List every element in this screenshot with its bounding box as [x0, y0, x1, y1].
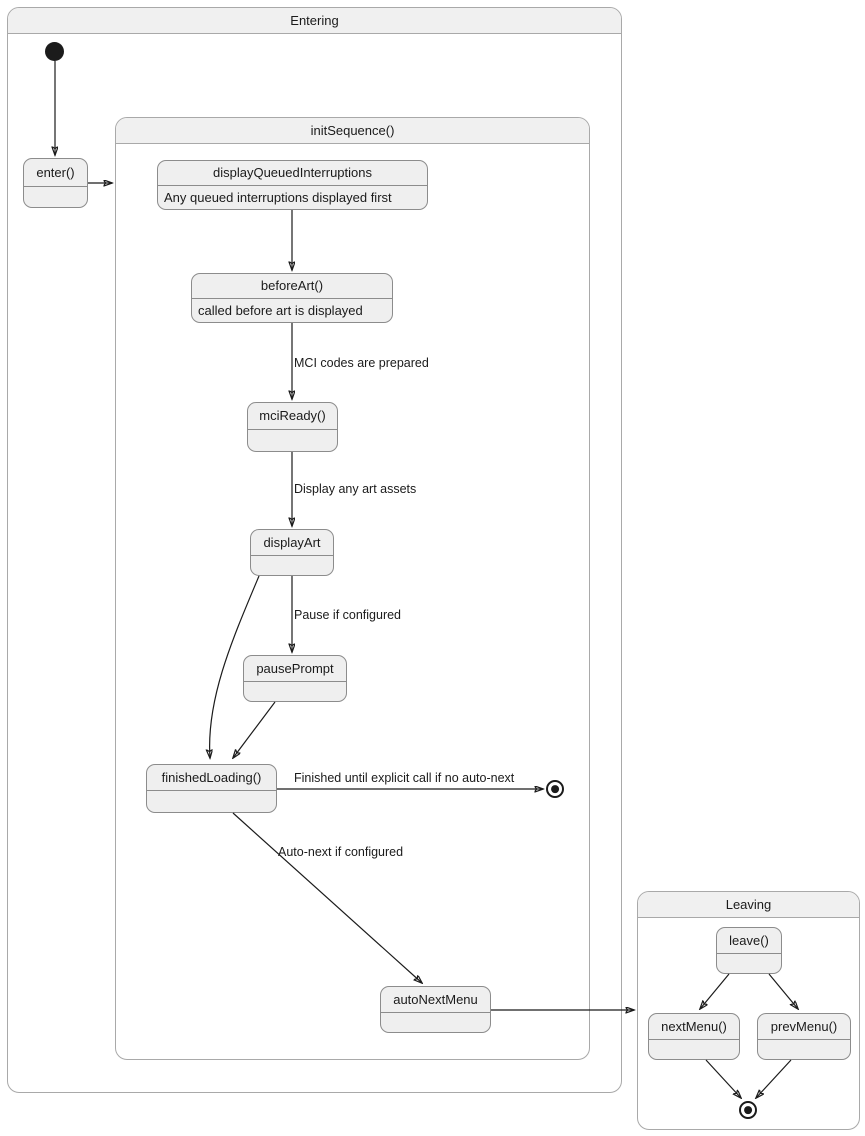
- state-enter-body: [24, 187, 87, 207]
- state-auto-next-menu-body: [381, 1013, 490, 1032]
- state-finished-loading[interactable]: finishedLoading(): [146, 764, 277, 813]
- state-next-menu-name: nextMenu(): [649, 1014, 739, 1040]
- edge-label-display-any-art-assets: Display any art assets: [294, 482, 417, 496]
- state-leave-name: leave(): [717, 928, 781, 954]
- state-next-menu[interactable]: nextMenu(): [648, 1013, 740, 1060]
- state-display-art-body: [251, 556, 333, 575]
- state-display-queued-interruptions-name: displayQueuedInterruptions: [158, 161, 427, 186]
- state-before-art[interactable]: beforeArt() called before art is display…: [191, 273, 393, 323]
- state-mci-ready-body: [248, 430, 337, 451]
- composite-state-init-sequence[interactable]: initSequence(): [115, 117, 590, 1060]
- state-enter-name: enter(): [24, 159, 87, 187]
- initial-state-node[interactable]: [45, 42, 64, 61]
- final-state-node-entering[interactable]: [546, 780, 564, 798]
- composite-state-entering-title: Entering: [8, 8, 621, 34]
- state-auto-next-menu-name: autoNextMenu: [381, 987, 490, 1013]
- state-finished-loading-name: finishedLoading(): [147, 765, 276, 791]
- state-pause-prompt[interactable]: pausePrompt: [243, 655, 347, 702]
- edge-label-mci-codes-are-prepared: MCI codes are prepared: [294, 356, 429, 370]
- final-state-node-leaving[interactable]: [739, 1101, 757, 1119]
- state-pause-prompt-name: pausePrompt: [244, 656, 346, 682]
- state-before-art-body: called before art is displayed: [198, 303, 363, 318]
- state-display-art[interactable]: displayArt: [250, 529, 334, 576]
- state-finished-loading-body: [147, 791, 276, 812]
- state-pause-prompt-body: [244, 682, 346, 701]
- edge-label-auto-next-if-configured: Auto-next if configured: [278, 845, 404, 859]
- state-mci-ready[interactable]: mciReady(): [247, 402, 338, 452]
- state-prev-menu[interactable]: prevMenu(): [757, 1013, 851, 1060]
- state-before-art-name: beforeArt(): [192, 274, 392, 299]
- state-prev-menu-body: [758, 1040, 850, 1059]
- state-auto-next-menu[interactable]: autoNextMenu: [380, 986, 491, 1033]
- composite-state-leaving[interactable]: Leaving: [637, 891, 860, 1130]
- edge-label-pause-if-configured: Pause if configured: [294, 608, 402, 622]
- state-next-menu-body: [649, 1040, 739, 1059]
- state-display-art-name: displayArt: [251, 530, 333, 556]
- state-leave-body: [717, 954, 781, 973]
- composite-state-init-sequence-title: initSequence(): [116, 118, 589, 144]
- state-prev-menu-name: prevMenu(): [758, 1014, 850, 1040]
- state-mci-ready-name: mciReady(): [248, 403, 337, 430]
- edge-label-finished-until-explicit-call: Finished until explicit call if no auto-…: [294, 771, 515, 785]
- composite-state-leaving-title: Leaving: [638, 892, 859, 918]
- state-leave[interactable]: leave(): [716, 927, 782, 974]
- state-display-queued-interruptions[interactable]: displayQueuedInterruptions Any queued in…: [157, 160, 428, 210]
- state-enter[interactable]: enter(): [23, 158, 88, 208]
- state-display-queued-interruptions-body: Any queued interruptions displayed first: [164, 190, 392, 205]
